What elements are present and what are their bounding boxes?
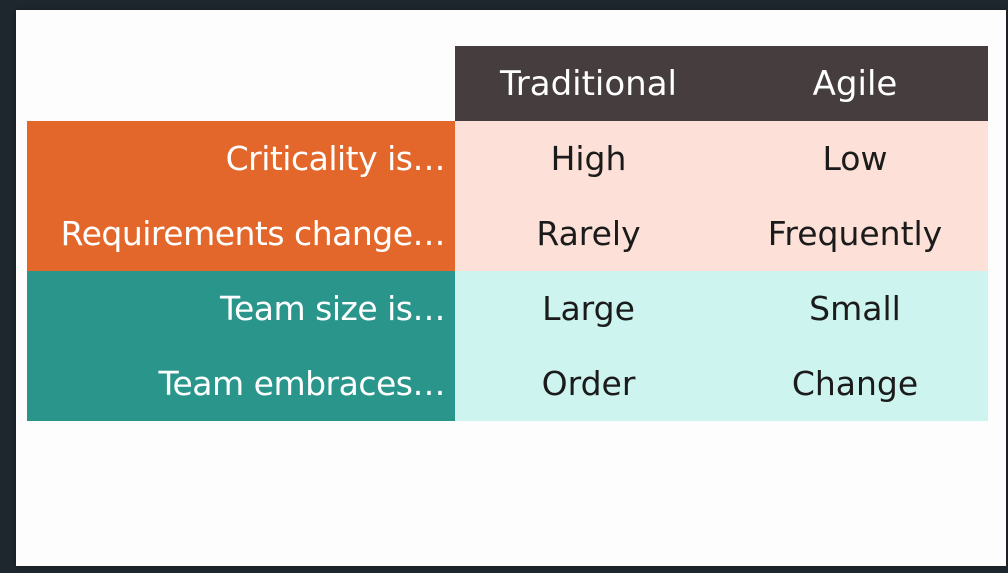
traditional-value: Large	[455, 271, 722, 346]
row-label: Criticality is…	[27, 121, 455, 196]
agile-value: Frequently	[722, 196, 988, 271]
agile-value: Change	[722, 346, 988, 421]
header-traditional: Traditional	[455, 46, 722, 121]
table-row: Criticality is… High Low	[27, 121, 988, 196]
slide: Traditional Agile Criticality is… High L…	[16, 10, 1006, 566]
header-row: Traditional Agile	[27, 46, 988, 121]
empty-corner-cell	[27, 46, 455, 121]
row-label: Team size is…	[27, 271, 455, 346]
table-row: Team size is… Large Small	[27, 271, 988, 346]
agile-value: Small	[722, 271, 988, 346]
row-label: Team embraces…	[27, 346, 455, 421]
header-agile: Agile	[722, 46, 988, 121]
row-label: Requirements change…	[27, 196, 455, 271]
comparison-table: Traditional Agile Criticality is… High L…	[27, 46, 988, 421]
traditional-value: Rarely	[455, 196, 722, 271]
traditional-value: High	[455, 121, 722, 196]
traditional-value: Order	[455, 346, 722, 421]
agile-value: Low	[722, 121, 988, 196]
table-row: Team embraces… Order Change	[27, 346, 988, 421]
table-row: Requirements change… Rarely Frequently	[27, 196, 988, 271]
